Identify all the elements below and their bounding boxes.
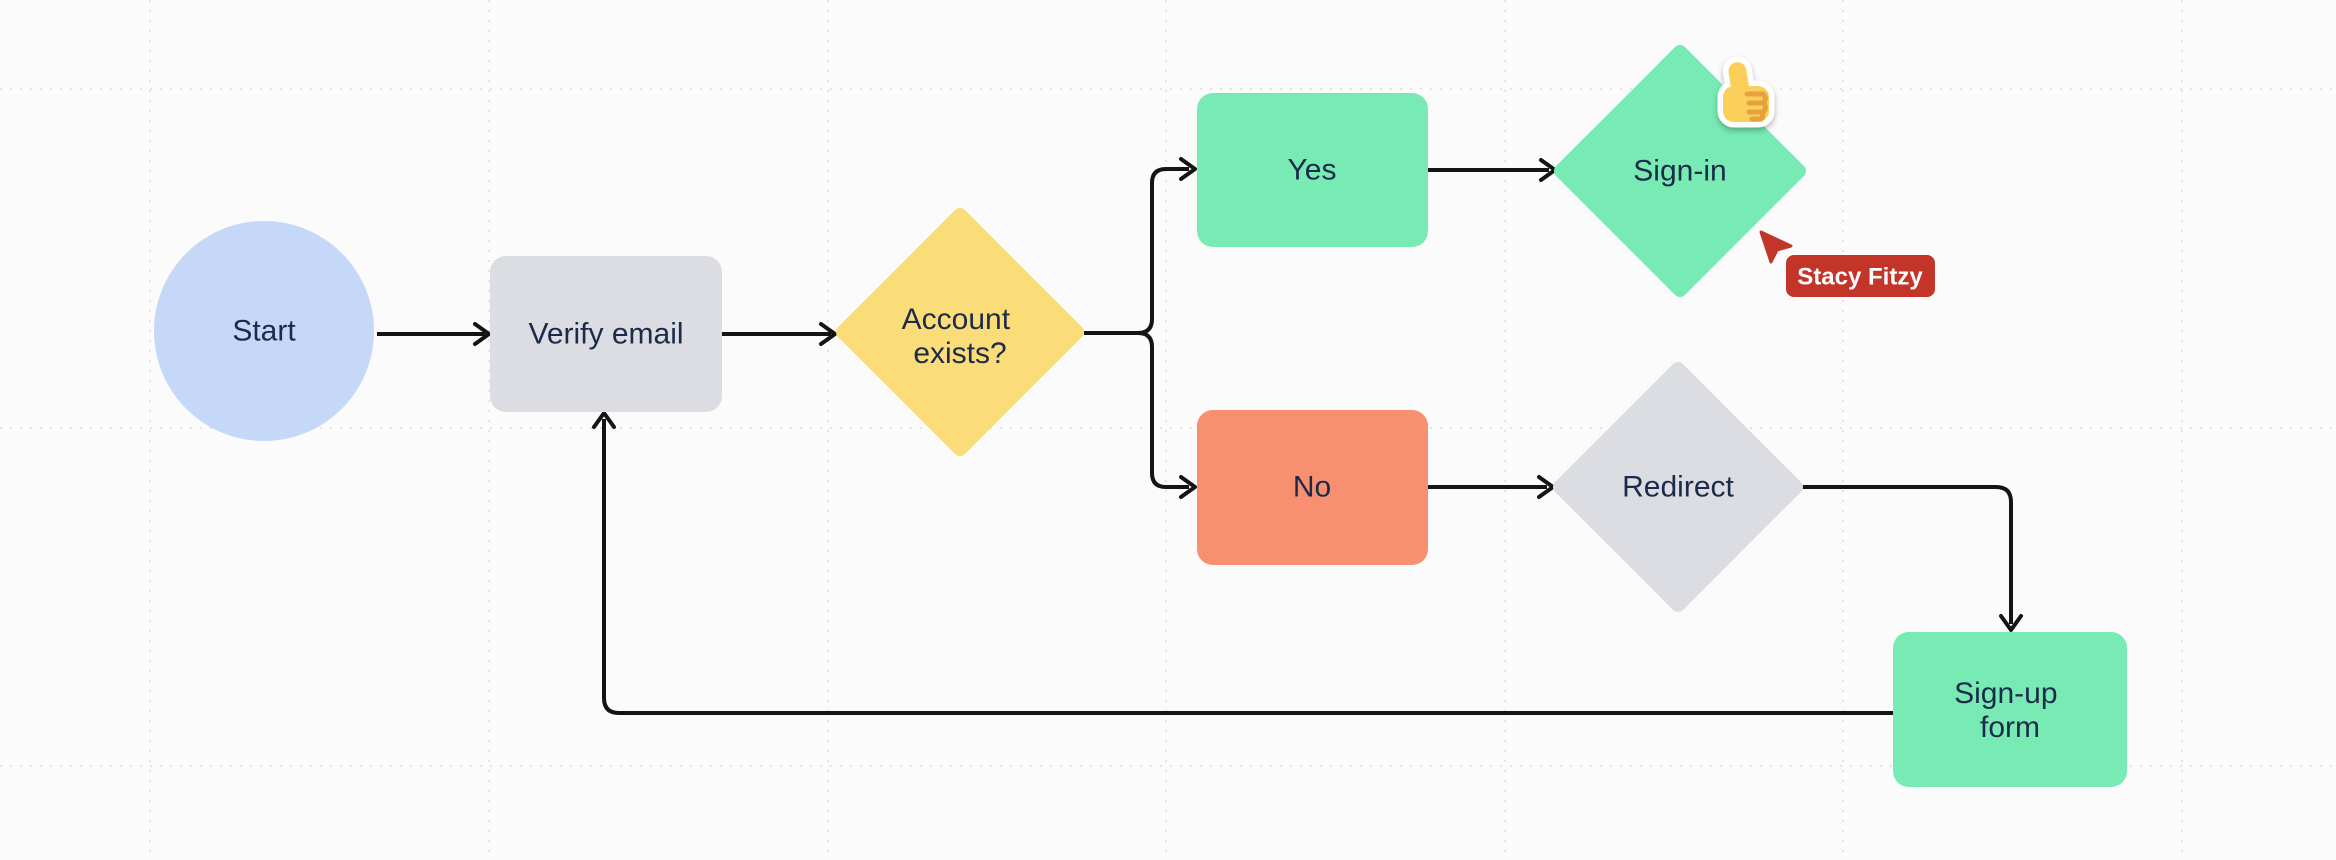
connector-account-to-yes[interactable]: [1084, 157, 1197, 335]
start-circle-shape[interactable]: [154, 221, 374, 441]
connector-verify-to-account[interactable]: [722, 322, 837, 346]
verify-email-rect-shape[interactable]: [490, 256, 722, 412]
node-account-exists[interactable]: Account exists?: [836, 208, 1084, 456]
signup-form-label: Sign-up form: [1954, 677, 2066, 744]
node-redirect[interactable]: Redirect: [1553, 362, 1803, 612]
node-yes[interactable]: Yes: [1197, 93, 1428, 247]
account-exists-diamond-shape[interactable]: [836, 208, 1084, 456]
yes-rect-shape[interactable]: [1197, 93, 1428, 247]
sign-in-label: Sign-in: [1633, 155, 1726, 188]
start-label: Start: [232, 315, 296, 348]
connector-account-to-no[interactable]: [1084, 331, 1197, 499]
collaborator-name: Stacy Fitzy: [1797, 264, 1923, 291]
verify-email-label: Verify email: [528, 318, 683, 351]
connector-redirect-to-signup[interactable]: [1801, 485, 2023, 632]
signup-form-rect-shape[interactable]: [1893, 632, 2127, 787]
connector-yes-to-signin[interactable]: [1428, 158, 1557, 182]
no-rect-shape[interactable]: [1197, 410, 1428, 565]
collaborator-cursor: Stacy Fitzy: [1759, 230, 1935, 297]
node-signup-form[interactable]: Sign-up form: [1893, 632, 2127, 787]
connector-signup-to-verify-feedback[interactable]: [592, 411, 1893, 715]
redirect-diamond-shape[interactable]: [1553, 362, 1803, 612]
connector-no-to-redirect[interactable]: [1428, 475, 1555, 499]
collaborator-name-tag: [1786, 255, 1935, 297]
connector-start-to-verify[interactable]: [377, 322, 491, 346]
thumbs-up-icon: [1723, 62, 1769, 122]
redirect-label: Redirect: [1622, 471, 1734, 504]
yes-label: Yes: [1288, 154, 1337, 187]
thumbs-up-sticker[interactable]: [1717, 56, 1775, 128]
no-label: No: [1293, 471, 1331, 504]
cursor-pointer-icon: [1759, 230, 1793, 264]
account-exists-label: Account exists?: [902, 303, 1019, 370]
node-no[interactable]: No: [1197, 410, 1428, 565]
node-verify-email[interactable]: Verify email: [490, 256, 722, 412]
node-start[interactable]: Start: [154, 221, 374, 441]
